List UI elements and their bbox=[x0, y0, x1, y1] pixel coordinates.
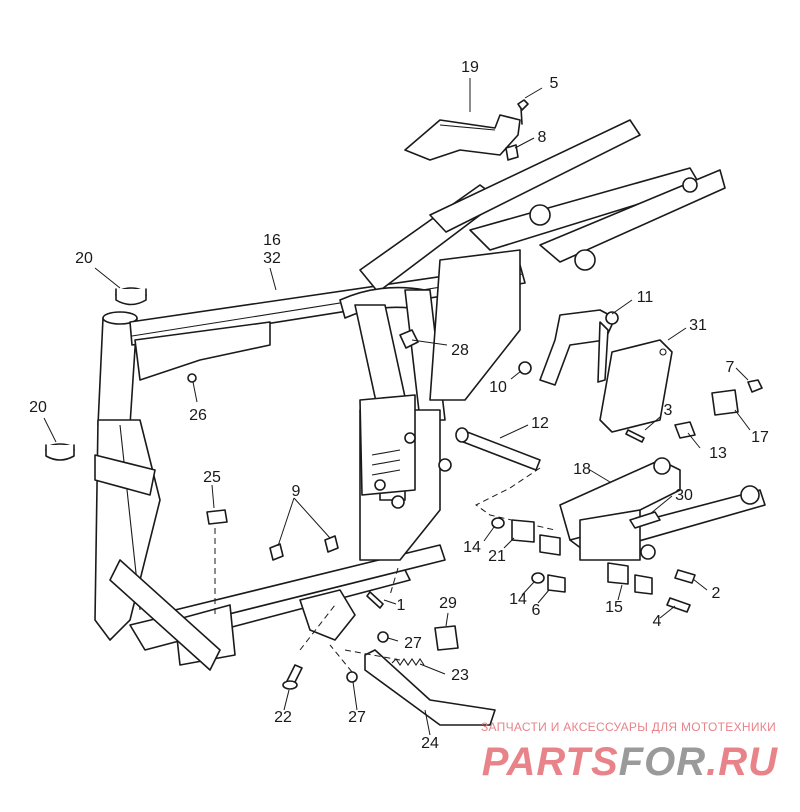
kickstand-24 bbox=[364, 649, 496, 726]
callout-30: 30 bbox=[675, 487, 693, 504]
callout-16: 16 bbox=[263, 232, 281, 249]
callout-19: 19 bbox=[461, 59, 479, 76]
callout-22: 22 bbox=[274, 709, 292, 726]
bushing-6 bbox=[547, 574, 566, 593]
swingarm-18 bbox=[559, 457, 766, 561]
callout-20-bottom: 20 bbox=[29, 399, 47, 416]
callout-24: 24 bbox=[421, 735, 439, 752]
callout-18: 18 bbox=[573, 461, 591, 478]
callout-5: 5 bbox=[550, 75, 559, 92]
callout-7: 7 bbox=[726, 359, 735, 376]
callout-15: 15 bbox=[605, 599, 623, 616]
watermark-brand-right: .RU bbox=[706, 740, 778, 784]
nut-27a bbox=[377, 631, 389, 643]
pad-30 bbox=[629, 511, 661, 529]
callout-14-upper: 14 bbox=[463, 539, 481, 556]
bolt-2 bbox=[674, 569, 696, 584]
washer-14a bbox=[491, 517, 505, 529]
callout-26: 26 bbox=[189, 407, 207, 424]
nut-7 bbox=[747, 379, 763, 393]
main-frame bbox=[94, 119, 726, 671]
callout-21: 21 bbox=[488, 548, 506, 565]
watermark-tagline: ЗАПЧАСТИ И АКСЕССУАРЫ ДЛЯ МОТОТЕХНИКИ bbox=[481, 720, 776, 734]
callout-8: 8 bbox=[538, 129, 547, 146]
callout-32: 32 bbox=[263, 250, 281, 267]
callout-14-lower: 14 bbox=[509, 591, 527, 608]
callout-10: 10 bbox=[489, 379, 507, 396]
cover-31 bbox=[599, 339, 673, 433]
callout-11: 11 bbox=[637, 289, 654, 306]
callout-29: 29 bbox=[439, 595, 457, 612]
callout-12: 12 bbox=[531, 415, 549, 432]
spring-23 bbox=[391, 658, 425, 666]
bumper-29 bbox=[434, 625, 459, 651]
nut-26 bbox=[187, 373, 197, 383]
stud-28 bbox=[399, 329, 419, 349]
callout-2: 2 bbox=[712, 585, 721, 602]
callout-6: 6 bbox=[532, 602, 541, 619]
callout-25: 25 bbox=[203, 469, 221, 486]
callout-27-lower: 27 bbox=[348, 709, 366, 726]
svg-text:PARTSFOR.RU: PARTSFOR.RU bbox=[482, 740, 778, 784]
callout-13: 13 bbox=[709, 445, 727, 462]
watermark-brand-mid: FOR bbox=[619, 740, 706, 784]
callout-3: 3 bbox=[664, 402, 673, 419]
bolt-4 bbox=[666, 597, 691, 613]
callout-20-top: 20 bbox=[75, 250, 93, 267]
nut-27b bbox=[346, 671, 358, 683]
callout-17: 17 bbox=[751, 429, 769, 446]
spring-pin-1 bbox=[366, 591, 384, 609]
callout-23: 23 bbox=[451, 667, 469, 684]
callout-31: 31 bbox=[689, 317, 707, 334]
clip-9a bbox=[269, 543, 284, 561]
pivot-shaft-12 bbox=[457, 429, 541, 471]
clip-9b bbox=[324, 535, 339, 553]
bushing-21 bbox=[511, 519, 535, 543]
watermark: ЗАПЧАСТИ И АКСЕССУАРЫ ДЛЯ МОТОТЕХНИКИ PA… bbox=[481, 720, 778, 784]
callout-9: 9 bbox=[292, 483, 301, 500]
washer-10 bbox=[518, 361, 532, 375]
pad-25 bbox=[206, 509, 228, 525]
bushing-15 bbox=[607, 562, 629, 585]
callout-27-upper: 27 bbox=[404, 635, 422, 652]
screw-5 bbox=[517, 99, 529, 125]
callout-1: 1 bbox=[397, 597, 406, 614]
bracket-11 bbox=[539, 309, 616, 386]
callout-4: 4 bbox=[653, 613, 662, 630]
callout-28: 28 bbox=[451, 342, 469, 359]
bushing-13 bbox=[674, 421, 696, 439]
screw-3 bbox=[625, 429, 645, 443]
leader-lines bbox=[43, 78, 751, 736]
callouts: 19 5 8 16 32 20 20 11 31 28 26 10 7 3 17… bbox=[29, 59, 769, 752]
bracket-19 bbox=[404, 114, 521, 161]
block-17 bbox=[711, 389, 739, 416]
bolt-8 bbox=[505, 144, 519, 161]
washer-14b bbox=[531, 572, 545, 584]
watermark-brand-left: PARTS bbox=[482, 740, 619, 784]
